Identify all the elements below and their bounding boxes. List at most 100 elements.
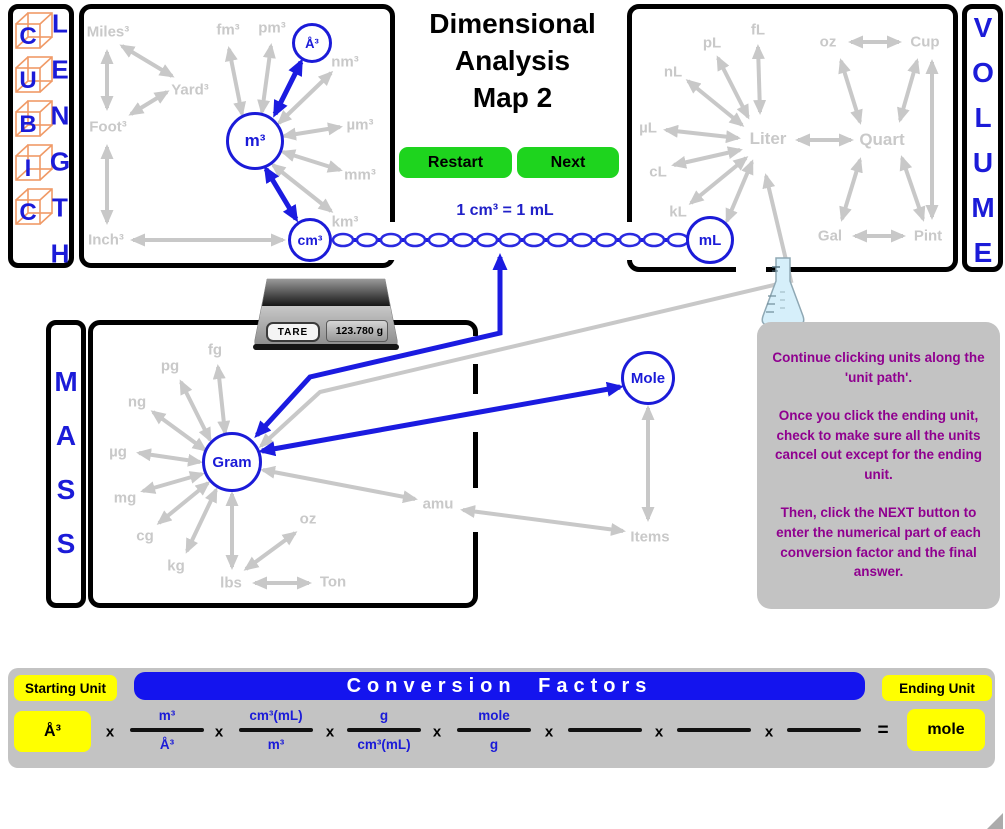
unit-angstrom3-label: Å³ bbox=[305, 35, 319, 51]
multiply-sign-5: x bbox=[544, 723, 554, 741]
unit-km3[interactable]: km³ bbox=[331, 213, 359, 231]
chain-equation-label: 1 cm³ = 1 mL bbox=[456, 202, 554, 219]
next-button[interactable]: Next bbox=[517, 147, 619, 178]
unit-fl[interactable]: fL bbox=[750, 21, 766, 39]
fraction-2-denominator: m³ bbox=[267, 737, 285, 752]
unit-pm3[interactable]: pm³ bbox=[258, 19, 286, 37]
instruction-paragraph-1: Continue clicking units along the 'unit … bbox=[772, 350, 985, 385]
fraction-3-denominator: cm³(mL) bbox=[357, 737, 411, 752]
chain-link bbox=[331, 232, 690, 248]
fraction-6-bar bbox=[677, 728, 751, 732]
fraction-7-numerator bbox=[772, 705, 876, 727]
unit-ul[interactable]: µL bbox=[639, 119, 657, 137]
instruction-paragraph-2: Once you click the ending unit, check to… bbox=[774, 408, 983, 482]
unit-cg[interactable]: cg bbox=[136, 527, 154, 545]
multiply-sign-4: x bbox=[432, 723, 442, 741]
cubic-letter-i: I bbox=[24, 155, 32, 182]
page-title-line-1: Dimensional bbox=[429, 8, 596, 39]
volume-letter-e: E bbox=[973, 237, 993, 268]
unit-gram-label: Gram bbox=[212, 453, 252, 471]
cubic-letter-b: B bbox=[19, 111, 37, 138]
unit-cm3-circle[interactable]: cm³ bbox=[288, 218, 332, 262]
unit-angstrom3-circle[interactable]: Å³ bbox=[292, 23, 332, 63]
length-gray-arrows bbox=[100, 43, 343, 247]
unit-mole-label: Mole bbox=[630, 369, 666, 387]
unit-ng[interactable]: ng bbox=[127, 393, 147, 411]
starting-unit-label: Starting Unit bbox=[14, 675, 117, 701]
mass-letter-m: M bbox=[54, 366, 78, 397]
unit-fm3[interactable]: fm³ bbox=[216, 21, 240, 39]
fraction-1-bar bbox=[130, 728, 204, 732]
cubic-letter-u: U bbox=[19, 67, 37, 94]
unit-items[interactable]: Items bbox=[630, 528, 670, 546]
unit-pl[interactable]: pL bbox=[702, 34, 722, 52]
unit-inch3[interactable]: Inch³ bbox=[88, 231, 124, 249]
fraction-1-denominator: Å³ bbox=[159, 737, 175, 752]
unit-um3[interactable]: µm³ bbox=[346, 116, 374, 134]
unit-lbs[interactable]: lbs bbox=[220, 574, 242, 592]
fraction-5-denominator bbox=[553, 733, 657, 755]
unit-pint[interactable]: Pint bbox=[913, 227, 943, 245]
fraction-5-bar bbox=[568, 728, 642, 732]
cubic-letter-c2: C bbox=[19, 199, 37, 226]
unit-pg[interactable]: pg bbox=[160, 357, 180, 375]
unit-miles3[interactable]: Miles³ bbox=[86, 23, 130, 41]
unit-cup[interactable]: Cup bbox=[910, 33, 940, 51]
fraction-7-denominator bbox=[772, 733, 876, 755]
volume-letter-v: V bbox=[973, 12, 993, 43]
unit-kg[interactable]: kg bbox=[167, 557, 185, 575]
conversion-fraction-2: cm³(mL) m³ bbox=[224, 705, 328, 755]
unit-mg[interactable]: mg bbox=[113, 489, 137, 507]
mass-letter-s2: S bbox=[56, 528, 76, 559]
restart-button[interactable]: Restart bbox=[399, 147, 512, 178]
unit-mole-circle[interactable]: Mole bbox=[621, 351, 675, 405]
unit-nl[interactable]: nL bbox=[663, 63, 683, 81]
unit-fg[interactable]: fg bbox=[207, 341, 223, 359]
multiply-sign-2: x bbox=[214, 723, 224, 741]
fraction-6-denominator bbox=[662, 733, 766, 755]
length-letter-n: N bbox=[50, 100, 70, 131]
multiply-sign-6: x bbox=[654, 723, 664, 741]
fraction-5-numerator bbox=[553, 705, 657, 727]
unit-ug[interactable]: µg bbox=[109, 443, 127, 461]
length-letter-t: T bbox=[52, 192, 68, 223]
scale-display: 123.780 g bbox=[326, 320, 388, 342]
length-letter-g: G bbox=[49, 146, 71, 177]
unit-mm3[interactable]: mm³ bbox=[344, 166, 376, 184]
unit-cm3-label: cm³ bbox=[297, 232, 323, 248]
volume-legend-box bbox=[962, 4, 1003, 272]
unit-gal[interactable]: Gal bbox=[817, 227, 843, 245]
unit-nm3[interactable]: nm³ bbox=[331, 53, 359, 71]
fraction-3-numerator: g bbox=[379, 708, 389, 723]
unit-ml-label: mL bbox=[698, 231, 722, 249]
volume-letter-l: L bbox=[974, 102, 992, 133]
unit-foot3[interactable]: Foot³ bbox=[89, 118, 127, 136]
unit-ton[interactable]: Ton bbox=[319, 573, 347, 591]
unit-amu[interactable]: amu bbox=[422, 495, 454, 513]
length-letter-e: E bbox=[51, 54, 69, 85]
equals-sign: = bbox=[877, 720, 889, 741]
mass-legend-box bbox=[46, 320, 86, 608]
unit-quart[interactable]: Quart bbox=[859, 130, 905, 149]
starting-unit-value: Å³ bbox=[14, 711, 91, 752]
conversion-fraction-7 bbox=[772, 705, 876, 755]
unit-gram-circle[interactable]: Gram bbox=[202, 432, 262, 492]
volume-letter-m: M bbox=[971, 192, 995, 223]
mass-letter-a: A bbox=[55, 420, 77, 451]
conversion-fraction-6 bbox=[662, 705, 766, 755]
unit-yard3[interactable]: Yard³ bbox=[171, 81, 209, 99]
fraction-2-bar bbox=[239, 728, 313, 732]
cube-icons bbox=[15, 12, 53, 225]
unit-oz-mass[interactable]: oz bbox=[299, 510, 317, 528]
unit-m3-circle[interactable]: m³ bbox=[226, 112, 284, 170]
page-title-line-2: Analysis bbox=[454, 45, 571, 76]
unit-ml-circle[interactable]: mL bbox=[686, 216, 734, 264]
unit-cl[interactable]: cL bbox=[649, 163, 667, 181]
flask-icon bbox=[761, 257, 805, 326]
unit-liter[interactable]: Liter bbox=[749, 129, 787, 148]
unit-oz-volume[interactable]: oz bbox=[819, 33, 837, 51]
fraction-1-numerator: m³ bbox=[158, 708, 176, 723]
unit-kl[interactable]: kL bbox=[669, 203, 687, 221]
fraction-7-bar bbox=[787, 728, 861, 732]
